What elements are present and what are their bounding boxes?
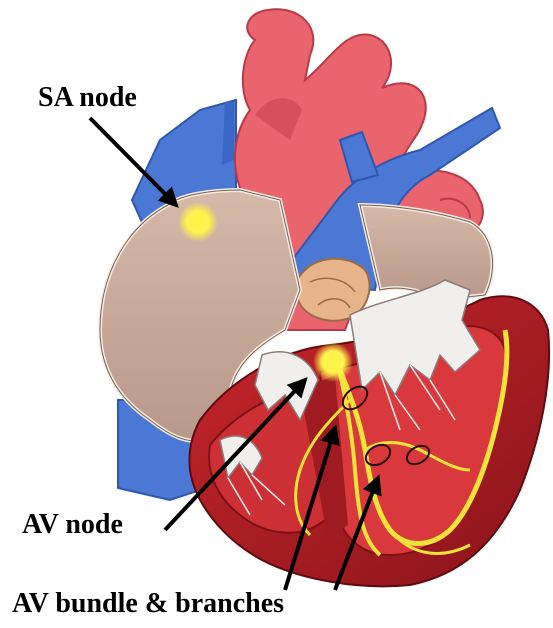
- sa-node: [178, 202, 218, 242]
- av-node: [313, 342, 353, 382]
- sa-node-label: SA node: [38, 84, 137, 112]
- av-node-label: AV node: [22, 511, 123, 539]
- av-bundle-label: AV bundle & branches: [12, 590, 284, 618]
